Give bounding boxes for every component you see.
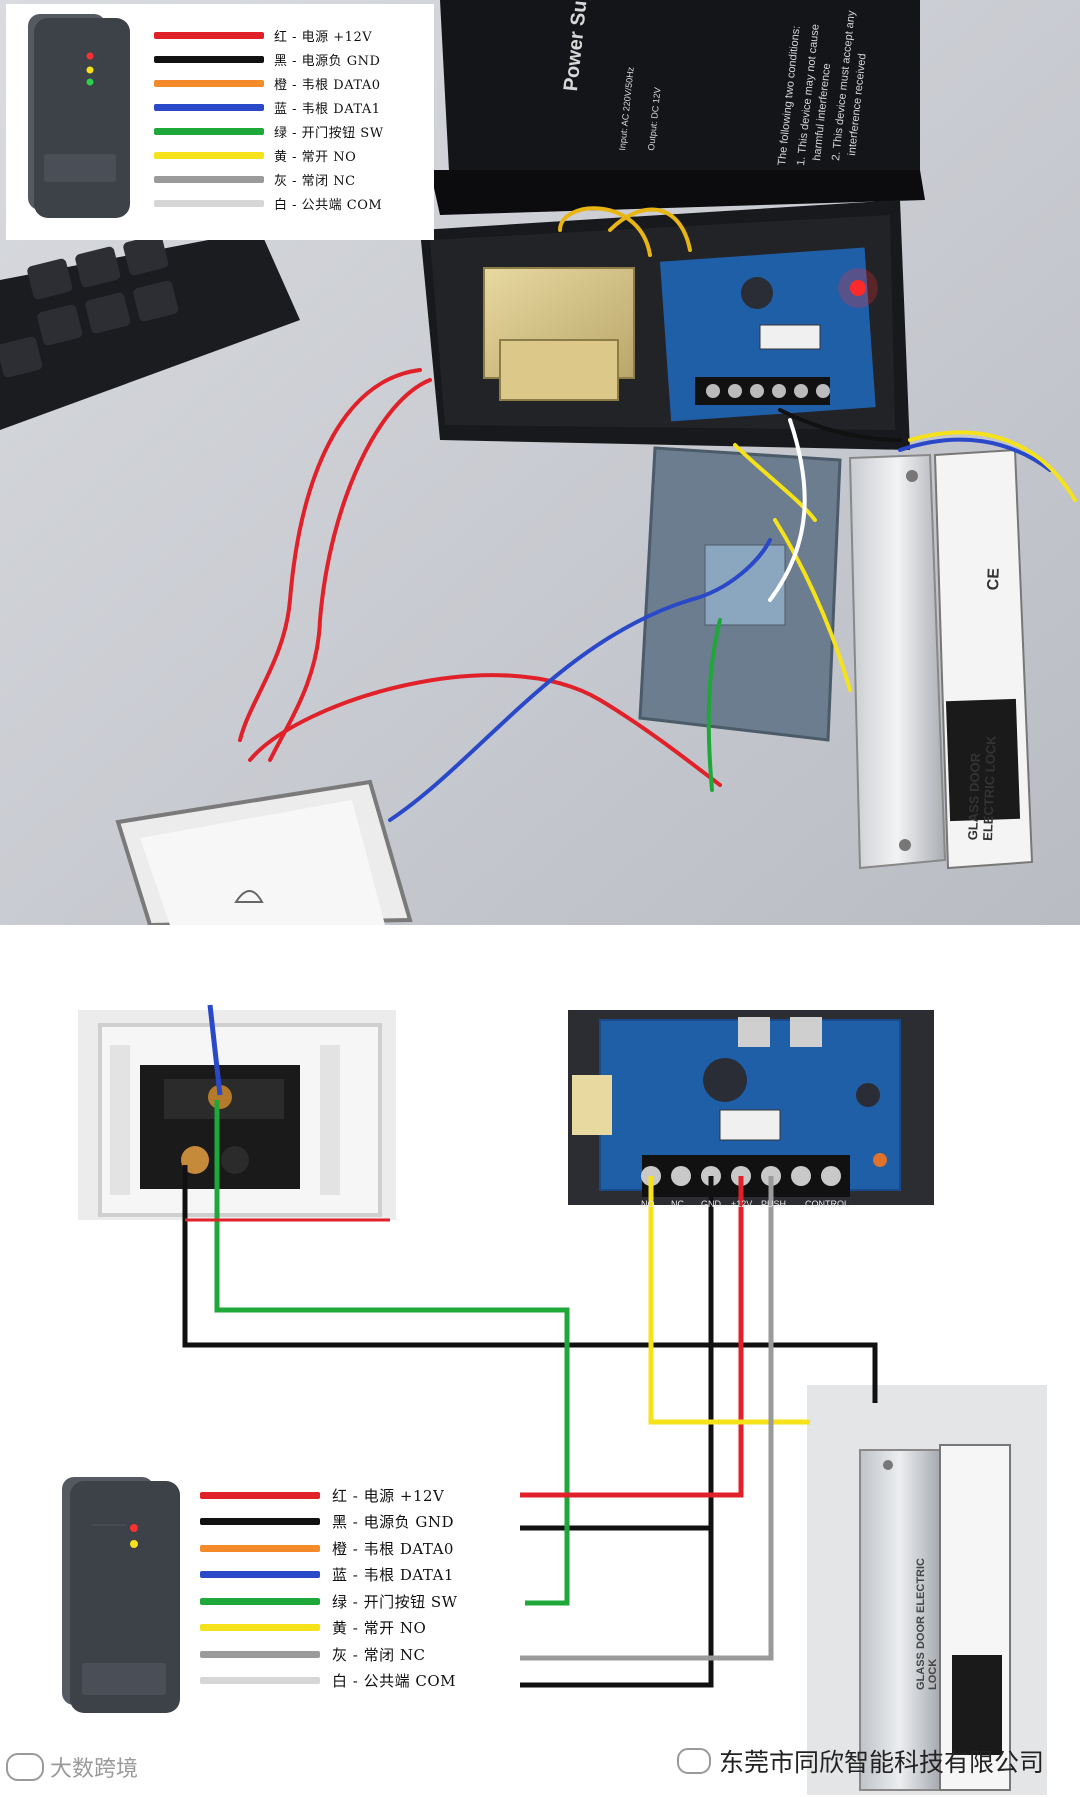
wire-black-gnd [520, 1176, 714, 1688]
watermark-text: 大数跨境 [50, 1757, 139, 1782]
legend-bottom-color-swatch [200, 1677, 320, 1684]
terminal-label: NC [671, 1199, 684, 1209]
watermark-logo-icon [6, 1753, 44, 1781]
legend-top-label: 红 - 电源 +12V [274, 29, 373, 45]
legend-bottom-label: 黄 - 常开 NO [332, 1619, 427, 1637]
legend-top-label: 蓝 - 韦根 DATA1 [274, 101, 381, 117]
controller-relay [719, 1109, 781, 1141]
legend-top-label: 灰 - 常闭 NC [274, 173, 356, 189]
legend-top-label: 橙 - 韦根 DATA0 [274, 77, 381, 93]
legend-top-row: 灰 - 常闭 NC [154, 168, 356, 190]
top-photo: Power Supply Input: AC 220V/50Hz Output:… [0, 0, 1080, 925]
legend-bottom-color-swatch [200, 1571, 320, 1578]
wire-red-12v [520, 1176, 744, 1498]
lock-name-top: GLASS DOOR ELECTRIC LOCK [965, 735, 999, 842]
wire-black-com [182, 1165, 878, 1403]
legend-top-label: 黑 - 电源负 GND [274, 53, 381, 69]
legend-top-row: 黄 - 常开 NO [154, 144, 356, 166]
wiring-diagram [62, 1004, 1047, 1795]
legend-top-row: 红 - 电源 +12V [154, 24, 372, 46]
legend-bottom-row: 绿 - 开门按钮 SW [200, 1590, 458, 1612]
power-supply-lid [430, 0, 925, 215]
legend-top-color-swatch [154, 31, 264, 39]
relay [759, 324, 821, 350]
legend-bottom-row: 橙 - 韦根 DATA0 [200, 1537, 454, 1559]
terminal-label: CONTROL [805, 1199, 850, 1209]
legend-bottom-label: 橙 - 韦根 DATA0 [332, 1539, 454, 1558]
legend-inset-top: 红 - 电源 +12V 黑 - 电源负 GND 橙 - 韦根 DATA0 蓝 - 韦根… [6, 4, 434, 240]
legend-bottom-row: 灰 - 常闭 NC [200, 1643, 425, 1665]
legend-top-row: 黑 - 电源负 GND [154, 48, 380, 70]
wechat-icon [676, 1748, 711, 1774]
legend-bottom-color-swatch [200, 1597, 320, 1605]
diagram-wires [182, 1004, 878, 1688]
legend-top-color-swatch [154, 79, 264, 87]
terminal-label: +12V [731, 1199, 753, 1209]
legend-bottom-label: 红 - 电源 +12V [332, 1486, 445, 1505]
wire-gray-nc [520, 1176, 774, 1661]
terminal-block [695, 377, 830, 405]
legend-top-row: 橙 - 韦根 DATA0 [154, 72, 381, 94]
legend-bottom-row: 蓝 - 韦根 DATA1 [200, 1564, 454, 1586]
wire-green-sw [214, 1100, 570, 1606]
capacitor [741, 277, 773, 309]
exit-switch-photo [78, 1010, 396, 1220]
legend-bottom-row: 白 - 公共端 COM [200, 1670, 456, 1692]
electric-lock [848, 448, 1034, 870]
company-credit: 东莞市同欣智能科技有限公司 [676, 1743, 1044, 1779]
legend-top-color-swatch [154, 199, 264, 207]
terminal-label: GND [701, 1199, 721, 1209]
watermark: 大数跨境 [6, 1751, 138, 1783]
legend-top-color-swatch [154, 55, 264, 63]
terminal-label: NO [641, 1199, 655, 1209]
lock-ce-top: CE [985, 567, 1003, 591]
company-name: 东莞市同欣智能科技有限公司 [718, 1748, 1044, 1777]
terminal-label: PUSH [761, 1199, 787, 1209]
lock-photo [807, 1385, 1047, 1795]
legend-top-label: 白 - 公共端 COM [274, 197, 383, 213]
legend-bottom-label: 灰 - 常闭 NC [332, 1645, 426, 1664]
controller-photo [568, 1010, 934, 1205]
legend-top-color-swatch [154, 127, 264, 135]
legend-bottom-row: 红 - 电源 +12V [200, 1484, 444, 1506]
legend-bottom-color-swatch [200, 1624, 320, 1631]
top-wires [238, 206, 1077, 822]
legend-top-color-swatch [154, 175, 264, 183]
legend-top-row: 白 - 公共端 COM [154, 192, 382, 214]
card-reader-bottom [62, 1477, 180, 1713]
legend-bottom-label: 白 - 公共端 COM [332, 1672, 457, 1690]
legend-bottom-color-swatch [200, 1650, 320, 1658]
keyboard [0, 230, 300, 430]
top-photo-illustration [0, 0, 1080, 925]
legend-bottom-label: 绿 - 开门按钮 SW [332, 1592, 458, 1611]
legend-bottom-row: 黄 - 常开 NO [200, 1617, 426, 1639]
reader-back-plate [638, 446, 842, 742]
legend-bottom-label: 黑 - 电源负 GND [332, 1513, 455, 1531]
lock-name-bottom: GLASS DOOR ELECTRIC LOCK [915, 1557, 939, 1690]
exit-button [115, 779, 413, 925]
legend-top-row: 绿 - 开门按钮 SW [154, 120, 384, 142]
card-reader-image [28, 14, 130, 218]
legend-bottom-row: 黑 - 电源负 GND [200, 1511, 454, 1533]
legend-top-row: 蓝 - 韦根 DATA1 [154, 96, 381, 118]
legend-bottom-color-swatch [200, 1518, 320, 1525]
legend-bottom-color-swatch [200, 1544, 320, 1552]
legend-top-color-swatch [154, 151, 264, 159]
power-supply-box [420, 200, 910, 450]
wire-blue-stub [207, 1004, 223, 1096]
legend-top-color-swatch [154, 103, 264, 111]
power-led [850, 280, 866, 296]
legend-bottom-color-swatch [200, 1491, 320, 1499]
legend-bottom-label: 蓝 - 韦根 DATA1 [332, 1566, 454, 1584]
controller-capacitor [703, 1058, 747, 1102]
legend-top-label: 黄 - 常开 NO [274, 149, 357, 165]
wire-yellow-no [648, 1176, 810, 1425]
legend-top-label: 绿 - 开门按钮 SW [274, 125, 384, 141]
